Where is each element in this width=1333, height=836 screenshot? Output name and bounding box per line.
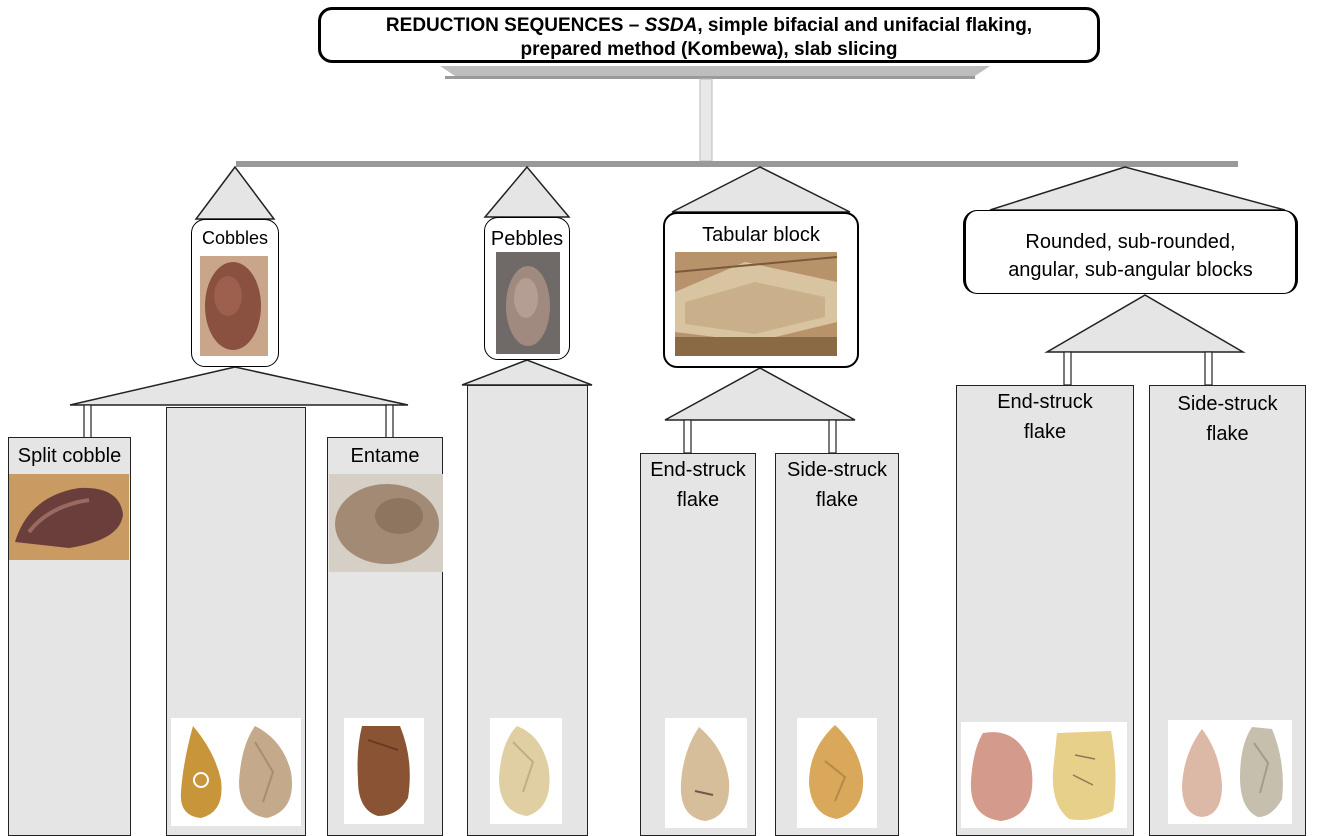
column-cobble-flakes — [166, 407, 306, 836]
blocks-end-tool-1-photo — [963, 725, 1043, 825]
column-pebbles — [467, 385, 588, 836]
tabular-side-tool-photo — [801, 721, 873, 825]
blocks-end-struck-label-1: End-struck — [957, 386, 1133, 418]
tabular-side-struck-label-2: flake — [776, 484, 898, 516]
column-split-cobble: Split cobble — [8, 437, 131, 836]
split-cobble-photo — [9, 474, 129, 560]
tabular-label: Tabular block — [665, 224, 857, 247]
tabular-triangle — [672, 167, 850, 212]
blocks-split-triangle — [1047, 295, 1243, 352]
blocks-label-line-2: angular, sub-angular blocks — [966, 259, 1295, 282]
pebbles-box: Pebbles — [484, 217, 570, 360]
blocks-end-tool-2-photo — [1045, 725, 1125, 825]
blocks-side-tool-panel — [1168, 720, 1292, 824]
blocks-side-tool-1-photo — [1174, 723, 1230, 821]
pebbles-label: Pebbles — [485, 228, 569, 251]
trunk-line — [700, 79, 712, 161]
cobble-tool-1-photo — [175, 722, 231, 822]
column-entame: Entame — [327, 437, 443, 836]
pebble-tool-panel — [490, 718, 562, 824]
pebbles-split-triangle — [462, 360, 592, 385]
pebble-photo — [496, 252, 560, 354]
cobbles-right-stem — [386, 405, 393, 438]
blocks-triangle — [990, 167, 1285, 210]
column-blocks-end-struck: End-struck flake — [956, 385, 1134, 836]
tabular-side-struck-label-1: Side-struck — [776, 454, 898, 486]
entame-tool-panel — [344, 718, 424, 824]
entame-photo — [329, 474, 443, 572]
cobbles-label: Cobbles — [192, 228, 278, 249]
cobble-tool-2-photo — [233, 722, 299, 822]
pebbles-triangle — [485, 167, 569, 217]
entame-label: Entame — [328, 440, 442, 472]
cobbles-split-triangle — [70, 367, 408, 405]
cobbles-triangle — [196, 167, 274, 219]
cobble-photo — [200, 256, 268, 356]
cobbles-left-stem — [84, 405, 91, 438]
blocks-label-line-1: Rounded, sub-rounded, — [966, 231, 1295, 254]
tabular-block-photo — [675, 252, 837, 356]
title-line-1: REDUCTION SEQUENCES – SSDA, simple bifac… — [321, 14, 1097, 38]
column-tabular-end-struck: End-struck flake — [640, 453, 756, 836]
tabular-end-tool-panel — [665, 718, 747, 828]
blocks-end-struck-label-2: flake — [957, 416, 1133, 448]
cobbles-box: Cobbles — [191, 219, 279, 367]
tabular-right-stem — [829, 420, 836, 453]
blocks-left-stem — [1064, 352, 1071, 385]
tabular-split-triangle — [665, 368, 855, 420]
tabular-end-struck-label-2: flake — [641, 484, 755, 516]
column-blocks-side-struck: Side-struck flake — [1149, 385, 1306, 836]
cobble-tools-panel — [171, 718, 301, 826]
blocks-side-struck-label-1: Side-struck — [1150, 388, 1305, 420]
blocks-side-struck-label-2: flake — [1150, 418, 1305, 450]
tabular-end-tool-photo — [669, 721, 743, 825]
title-box: REDUCTION SEQUENCES – SSDA, simple bifac… — [318, 7, 1100, 63]
blocks-box: Rounded, sub-rounded, angular, sub-angul… — [963, 210, 1298, 294]
tabular-side-tool-panel — [797, 718, 877, 828]
title-base-bar — [440, 66, 990, 76]
tabular-end-struck-label-1: End-struck — [641, 454, 755, 486]
blocks-end-tool-panel — [961, 722, 1127, 828]
blocks-right-stem — [1205, 352, 1212, 385]
blocks-side-tool-2-photo — [1232, 723, 1288, 821]
title-line-2: prepared method (Kombewa), slab slicing — [321, 38, 1097, 62]
pebble-tool-photo — [493, 722, 559, 820]
tabular-box: Tabular block — [663, 212, 859, 368]
entame-tool-photo — [348, 720, 420, 820]
tabular-left-stem — [684, 420, 691, 453]
horizontal-bar — [236, 161, 1238, 167]
column-tabular-side-struck: Side-struck flake — [775, 453, 899, 836]
split-cobble-label: Split cobble — [9, 440, 130, 472]
